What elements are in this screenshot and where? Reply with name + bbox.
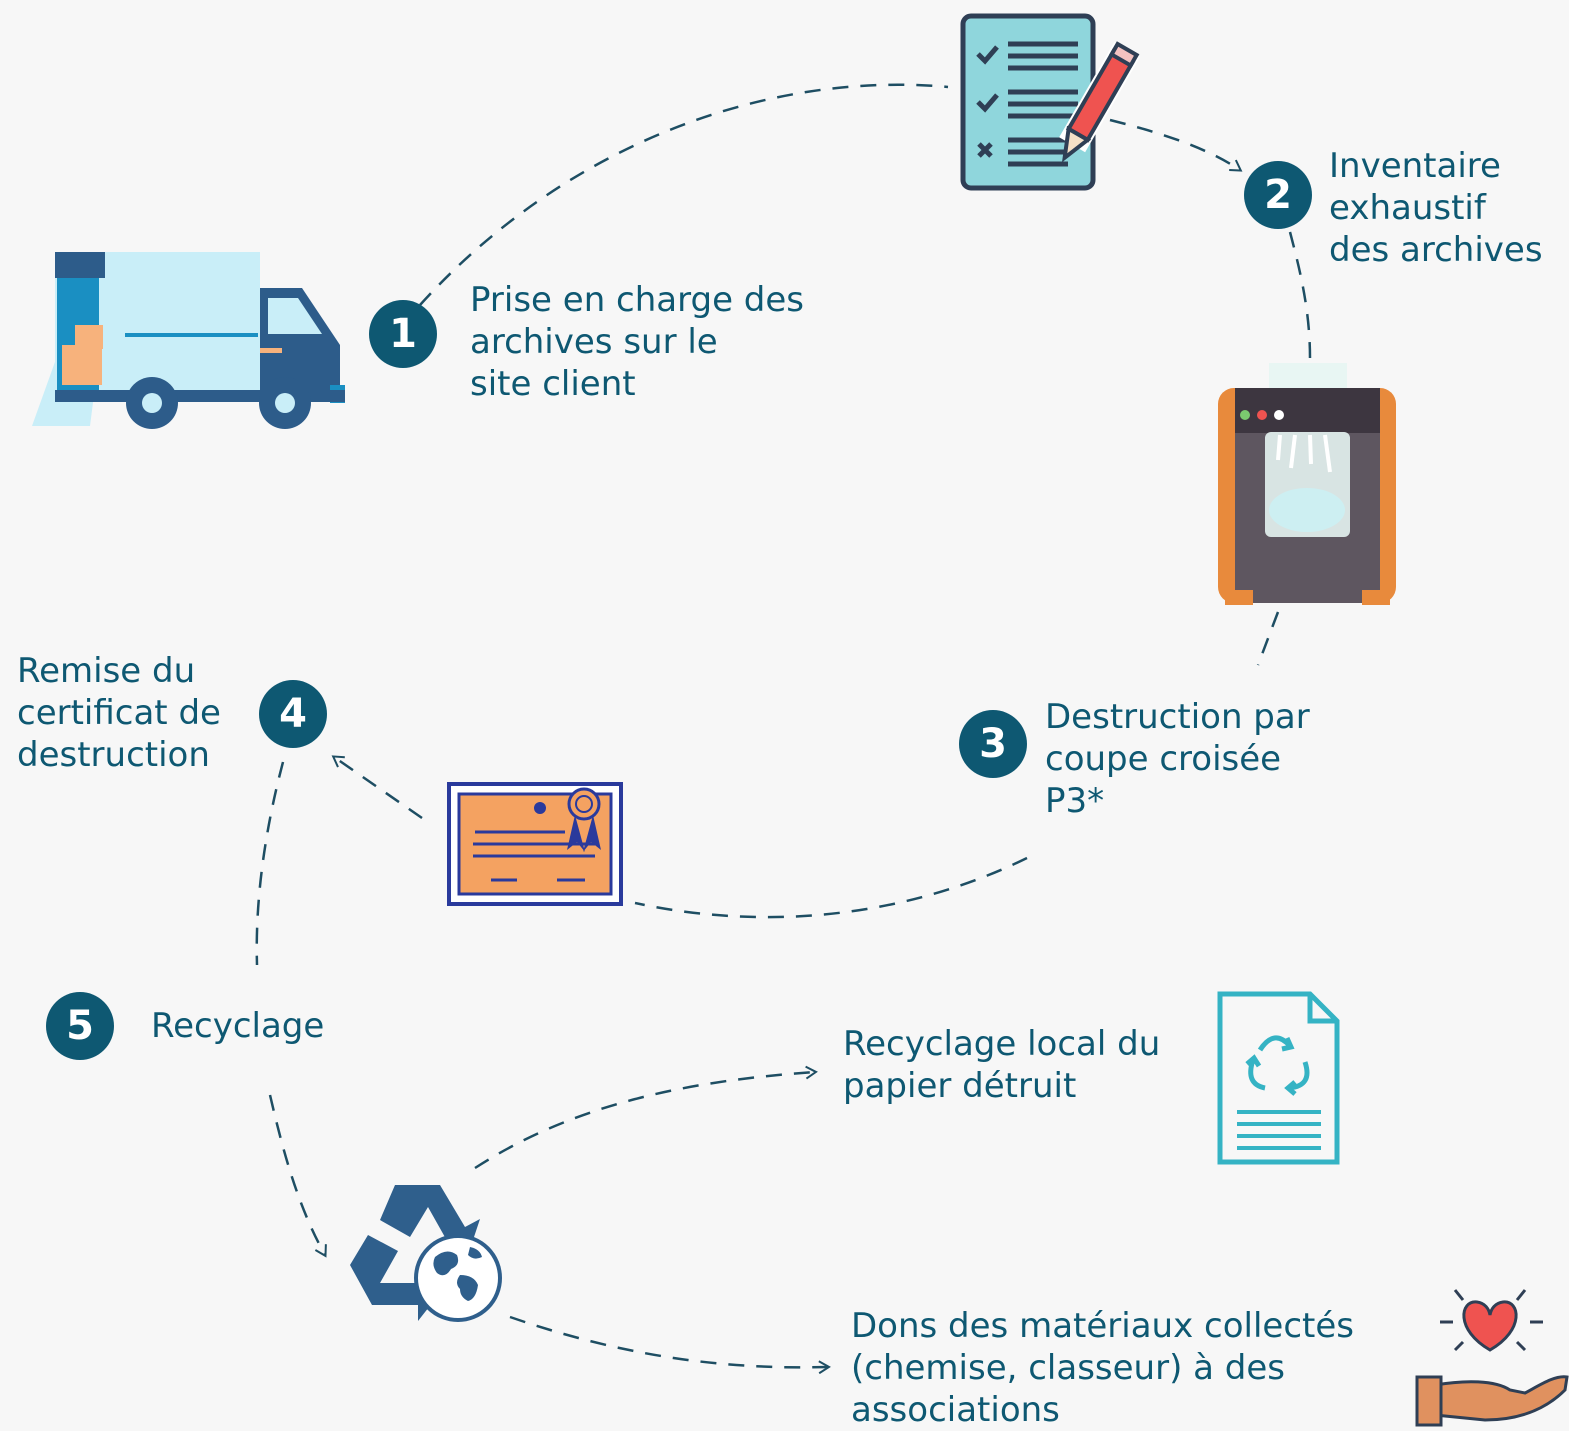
heart-hand-icon xyxy=(1415,1289,1569,1427)
path-shredder-to-step3 xyxy=(1256,611,1280,666)
step-5-label: Recyclage xyxy=(151,1006,325,1046)
delivery-truck-icon xyxy=(32,252,345,429)
step-1-badge: 1 xyxy=(369,300,437,368)
step-2-label: Inventaire exhaustif des archives xyxy=(1329,146,1543,270)
path-recycle-to-local xyxy=(474,1065,818,1170)
step-2-badge: 2 xyxy=(1244,161,1312,229)
outcome-local-recycling-label: Recyclage local du papier détruit xyxy=(843,1024,1161,1106)
step-3-badge: 3 xyxy=(959,710,1027,778)
outcome-donation-label: Dons des matériaux collectés (chemise, c… xyxy=(851,1306,1354,1430)
paper-shredder-icon xyxy=(1218,363,1396,605)
certificate-icon xyxy=(447,782,623,906)
path-step4-to-step5 xyxy=(255,761,285,966)
path-checklist-to-step2 xyxy=(1109,118,1243,172)
step-5-badge: 5 xyxy=(46,992,114,1060)
path-step3-to-certificate xyxy=(634,856,1028,919)
checklist-pencil-icon xyxy=(960,13,1141,191)
path-certificate-to-step4 xyxy=(331,755,423,820)
step-3-label: Destruction par coupe croisée P3* xyxy=(1045,697,1310,821)
path-step2-to-shredder xyxy=(1288,231,1312,359)
step-1-label: Prise en charge des archives sur le site… xyxy=(470,280,805,404)
recycled-document-icon xyxy=(1217,991,1340,1165)
step-4-label: Remise du certificat de destruction xyxy=(17,651,221,775)
path-recycle-to-donation xyxy=(509,1315,831,1375)
path-step5-to-recycle xyxy=(268,1094,327,1258)
recycle-globe-icon xyxy=(350,1185,502,1322)
step-4-badge: 4 xyxy=(259,680,327,748)
path-step1-to-checklist xyxy=(419,83,949,306)
